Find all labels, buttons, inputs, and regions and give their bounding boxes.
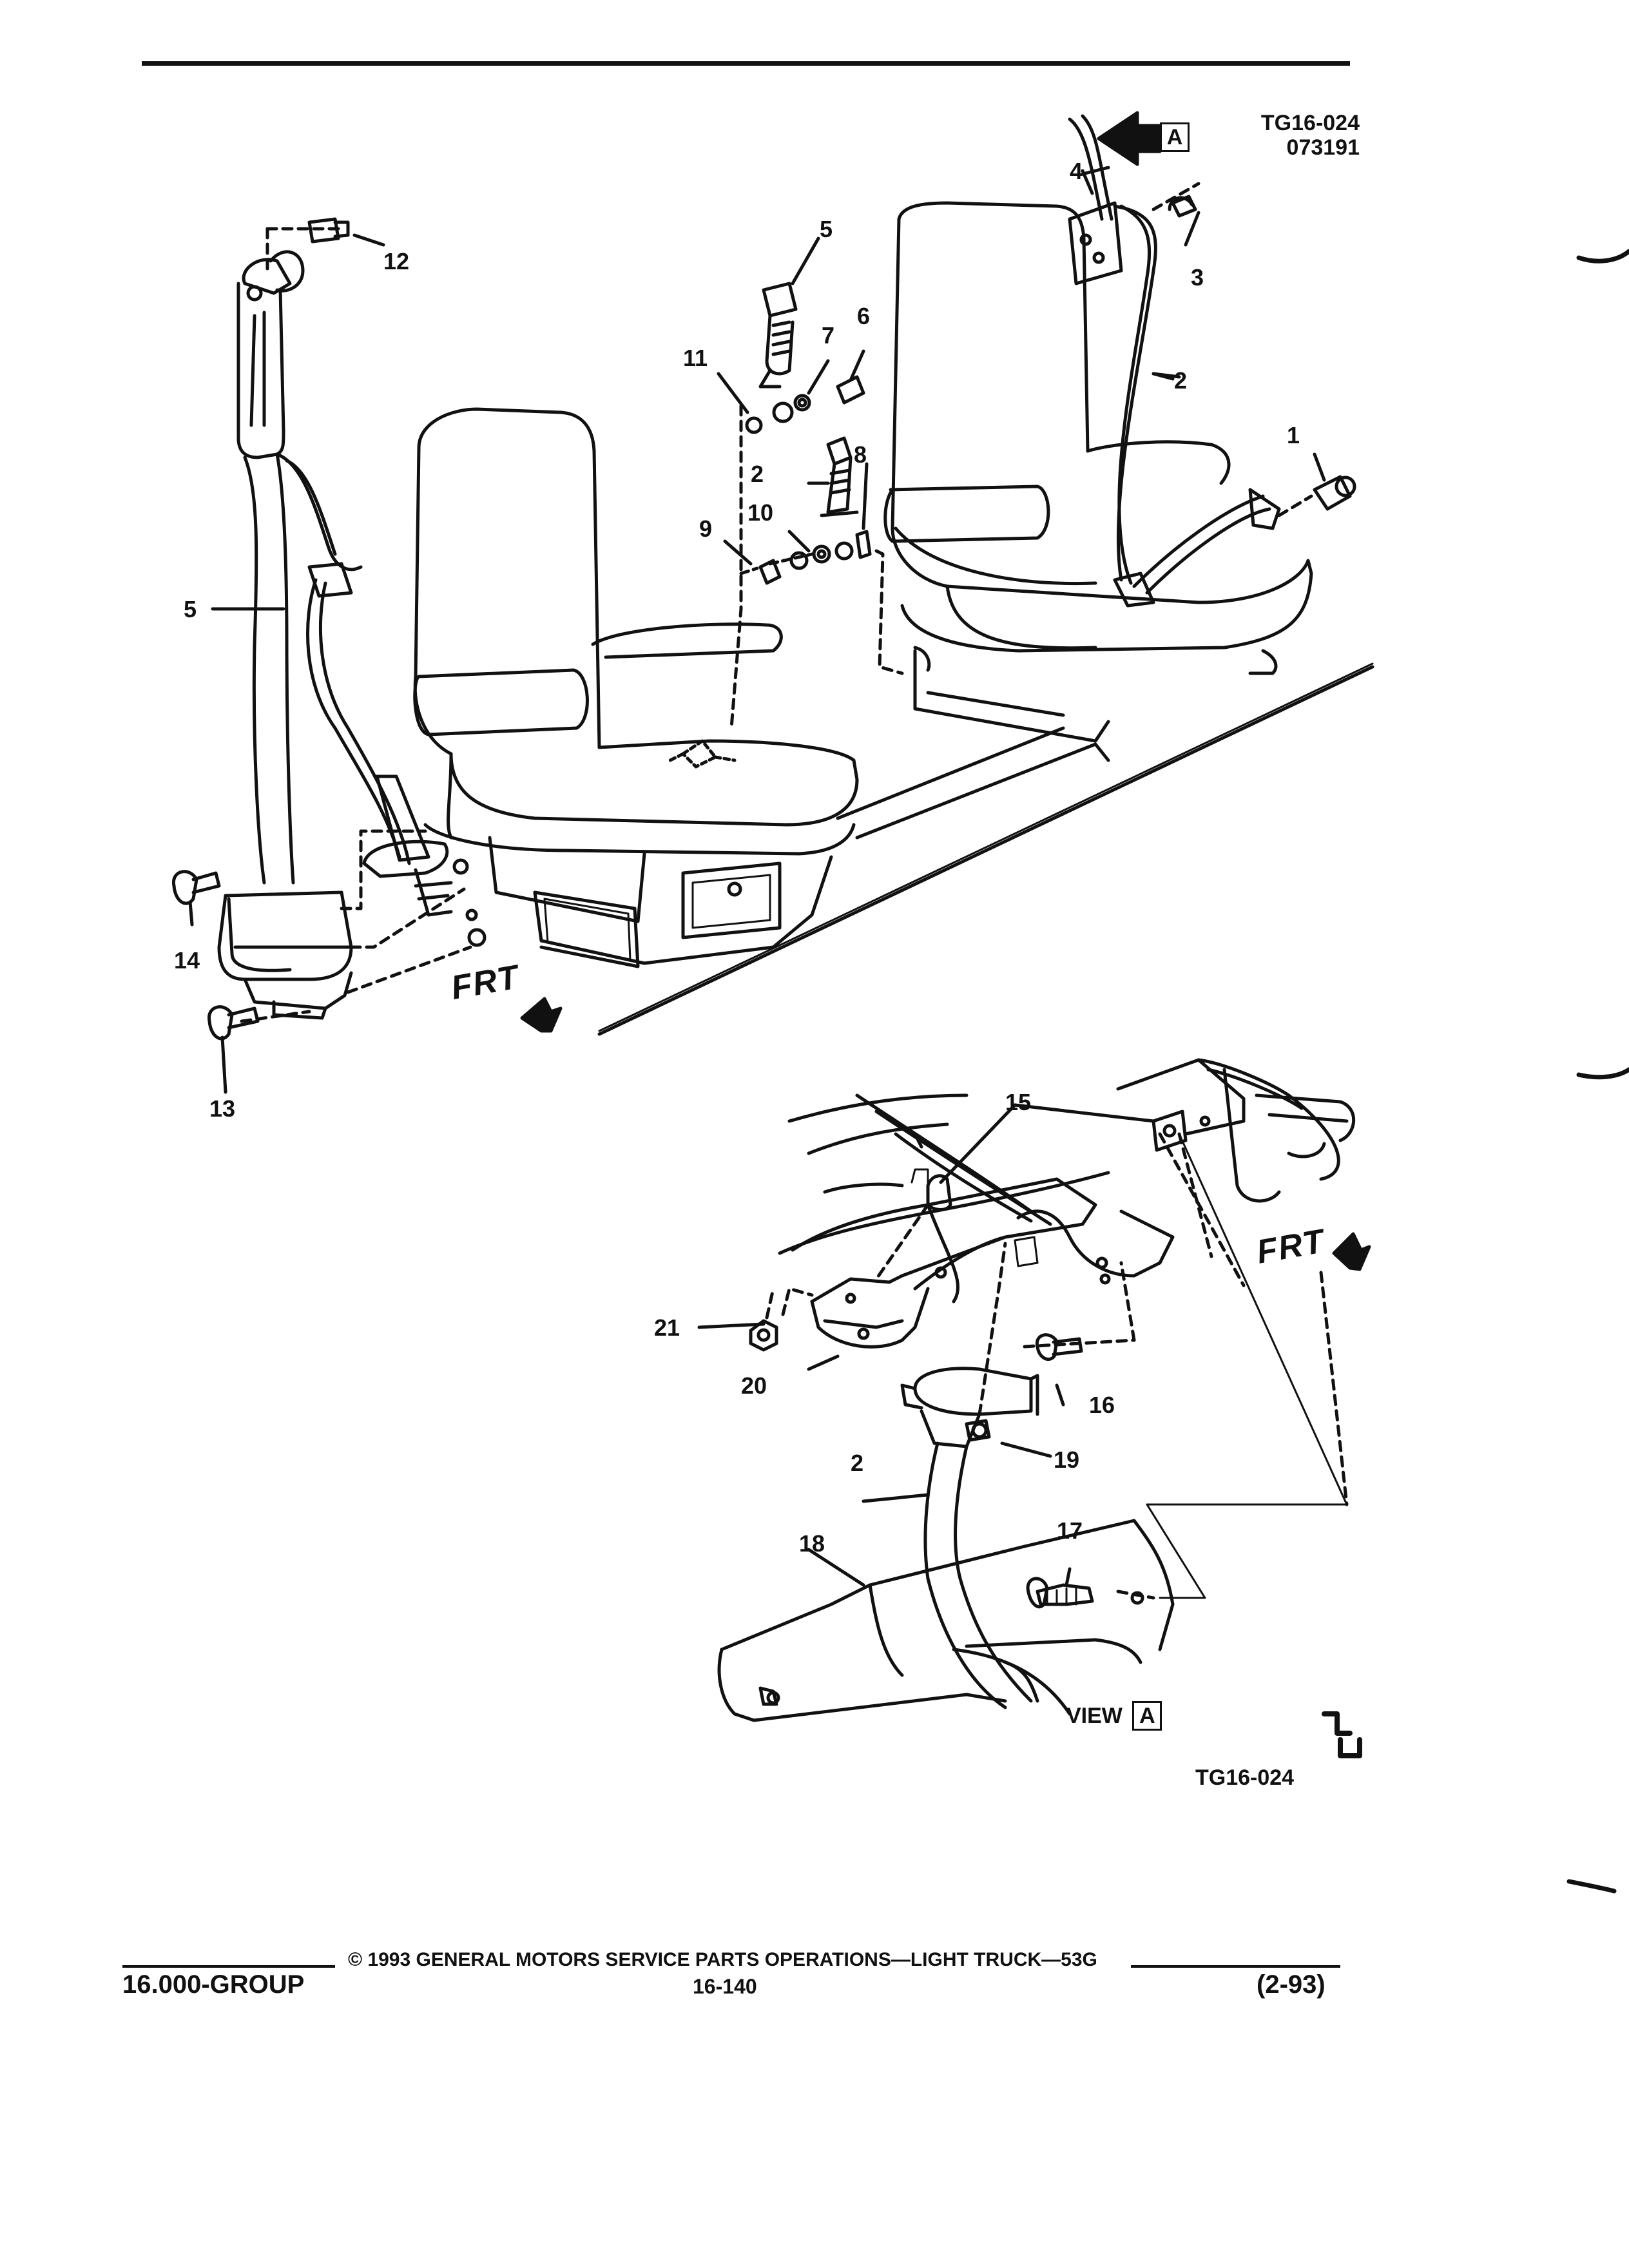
detail-view-a [717, 1058, 1356, 1722]
callout-12: 12 [383, 248, 410, 274]
bolt-1-icon [1313, 475, 1356, 511]
callout-5-buckle: 5 [820, 216, 833, 242]
view-a-box: A [1160, 122, 1190, 152]
footer-rule-right [1131, 1965, 1340, 1968]
edge-mark [1566, 1879, 1617, 1894]
callout-11: 11 [683, 345, 708, 371]
view-a-marker: A [1160, 122, 1190, 152]
bolt-16-icon [1035, 1333, 1083, 1361]
footer-rule-left [122, 1965, 335, 1968]
callout-14: 14 [174, 947, 200, 974]
drawing-code: TG16-024 [1260, 111, 1360, 135]
gm-spo-logo-icon [1322, 1711, 1362, 1758]
bolt-3-icon [1168, 195, 1197, 218]
nut-21-icon [749, 1319, 778, 1352]
callout-20: 20 [741, 1372, 767, 1399]
callout-2-lower: 2 [851, 1450, 864, 1476]
callout-13: 13 [209, 1095, 236, 1122]
detail-view-prefix: VIEW [1066, 1704, 1123, 1728]
detail-view-a-leader-lines [697, 1103, 1349, 1600]
callout-15: 15 [1005, 1089, 1032, 1115]
callout-9: 9 [699, 515, 713, 542]
callout-18: 18 [799, 1530, 825, 1557]
drawing-code-bottom: TG16-024 [1195, 1765, 1295, 1790]
callout-3: 3 [1191, 264, 1204, 291]
callout-4: 4 [1070, 158, 1083, 184]
passenger-shoulder-belt [1068, 114, 1281, 608]
floor-rails [597, 662, 1374, 1036]
callout-10: 10 [747, 499, 774, 526]
callout-7: 7 [822, 322, 835, 349]
frt-arrow-main-icon [520, 997, 563, 1033]
passenger-seat [883, 201, 1313, 743]
bolt-13-icon [207, 1005, 260, 1041]
bolt-12-icon [307, 217, 350, 244]
date-code: 073191 [1286, 135, 1360, 160]
footer-page-number: 16-140 [693, 1975, 757, 1998]
callout-19: 19 [1054, 1446, 1080, 1473]
footer-group: 16.000-GROUP [122, 1970, 305, 1999]
bolt-14-icon [172, 870, 221, 905]
callout-21: 21 [654, 1314, 680, 1341]
top-rule [142, 61, 1350, 66]
callout-8: 8 [854, 441, 867, 468]
callout-17: 17 [1057, 1517, 1083, 1544]
detail-view-box: A [1132, 1701, 1162, 1731]
callout-6: 6 [857, 303, 871, 329]
center-buckle-parts [729, 282, 904, 730]
callout-5-left-belt: 5 [184, 596, 197, 622]
edge-mark [1576, 1067, 1629, 1080]
callout-16: 16 [1089, 1392, 1115, 1418]
view-a-arrow-icon [1097, 111, 1162, 166]
edge-mark [1576, 249, 1629, 264]
footer-date: (2-93) [1257, 1970, 1325, 1999]
footer-copyright: © 1993 GENERAL MOTORS SERVICE PARTS OPER… [348, 1949, 1097, 1970]
driver-seat [413, 407, 859, 968]
callout-2-shoulder-belt: 2 [1174, 367, 1188, 394]
drawing-code-header: TG16-024 073191 [1211, 111, 1360, 160]
main-leader-lines [188, 169, 1326, 1094]
driver-shoulder-belt-assembly [217, 227, 487, 1023]
detail-view-label: VIEW A [1066, 1701, 1162, 1731]
frt-arrow-detail-icon [1332, 1232, 1371, 1271]
callout-1: 1 [1287, 422, 1300, 448]
callout-2-buckle: 2 [751, 461, 764, 487]
screw-17-icon [1026, 1577, 1049, 1609]
